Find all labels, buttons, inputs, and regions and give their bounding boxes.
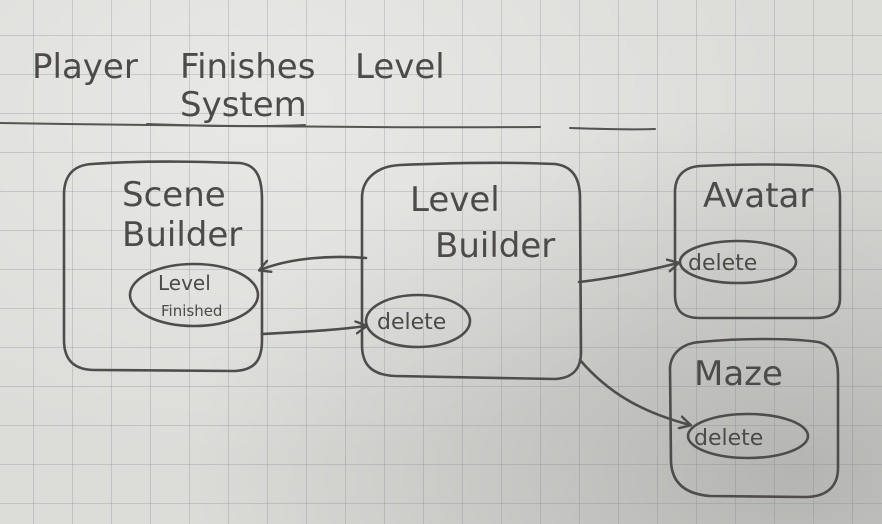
maze-node: Maze delete	[668, 337, 840, 499]
level-finished-label-line2: Finished	[161, 302, 222, 320]
title-word-player: Player	[32, 47, 138, 87]
maze-delete-label: delete	[694, 426, 763, 451]
avatar-label: Avatar	[703, 176, 813, 216]
title-word-finishes: Finishes	[180, 47, 315, 87]
arrow-level-finished-to-level-builder-delete	[260, 326, 366, 336]
arrow-level-builder-to-avatar-delete	[577, 263, 678, 284]
avatar-delete-label: delete	[688, 251, 757, 276]
title-word-level: Level	[355, 47, 445, 87]
level-builder-box	[360, 161, 583, 381]
title-underline-short	[569, 127, 656, 131]
scene-builder-node: Scene Builder Level Finished	[62, 160, 264, 373]
maze-delete-oval	[686, 412, 810, 460]
maze-box	[668, 337, 840, 499]
level-builder-label-line1: Level	[410, 180, 500, 220]
scene-builder-label-line1: Scene	[122, 175, 226, 215]
avatar-node: Avatar delete	[673, 163, 842, 320]
title-underline-system	[146, 123, 306, 128]
scene-builder-label-line2: Builder	[122, 215, 242, 255]
level-builder-delete-label: delete	[377, 310, 446, 335]
title-underline-long	[0, 122, 541, 129]
diagram-title: Player Finishes Level System	[0, 47, 656, 131]
title-word-system: System	[180, 85, 307, 125]
level-finished-label-line1: Level	[158, 271, 211, 295]
arrow-level-builder-to-level-finished	[260, 255, 368, 270]
connections	[260, 255, 690, 425]
level-finished-oval	[128, 262, 260, 328]
level-builder-node: Level Builder delete	[360, 161, 583, 381]
arrow-level-builder-to-maze-delete	[578, 358, 690, 425]
maze-label: Maze	[694, 354, 783, 394]
scene-builder-box	[62, 160, 264, 373]
avatar-box	[673, 163, 842, 320]
level-builder-label-line2: Builder	[435, 226, 555, 266]
